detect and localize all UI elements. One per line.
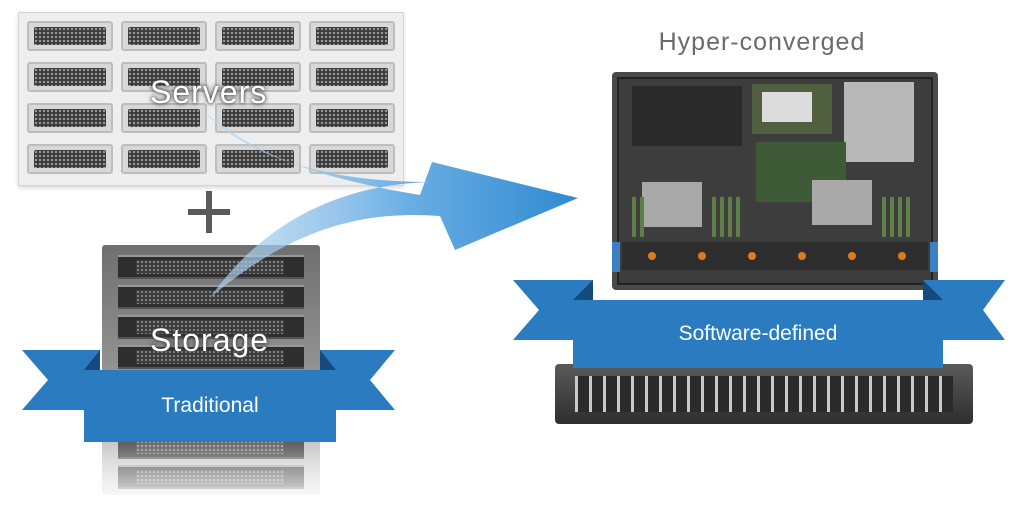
servers-label: Servers	[150, 74, 268, 110]
arrow-icon	[200, 108, 578, 298]
hyper-converged-title: Hyper-converged	[658, 28, 866, 56]
server-vent-mesh	[128, 109, 200, 127]
server-unit	[121, 21, 207, 51]
server-vent-mesh	[222, 109, 294, 127]
software-defined-label: Software-defined	[678, 322, 838, 345]
server-vent-mesh	[34, 27, 106, 45]
server-unit	[121, 62, 207, 92]
server-unit	[27, 62, 113, 92]
server-unit	[121, 144, 207, 174]
plus-icon-vertical-bar	[206, 191, 212, 233]
storage-label: Storage	[150, 322, 270, 358]
server-vent-mesh	[222, 150, 294, 168]
server-unit	[121, 103, 207, 133]
server-unit	[309, 103, 395, 133]
server-vent-mesh	[316, 109, 388, 127]
rack-shelf	[118, 285, 304, 309]
rack-shelf	[118, 345, 304, 369]
server-unit	[309, 62, 395, 92]
traditional-ribbon	[22, 350, 395, 442]
server-unit	[27, 103, 113, 133]
rack-shelf-mesh	[136, 290, 284, 304]
rack-shelf-mesh	[136, 320, 284, 334]
server-vent-mesh	[128, 68, 200, 86]
server-vent-mesh	[316, 150, 388, 168]
hyper-converged-server-front-panel	[555, 364, 973, 424]
server-unit	[215, 62, 301, 92]
servers-illustration	[18, 12, 404, 186]
traditional-label: Traditional	[161, 394, 259, 417]
server-vent-mesh	[128, 27, 200, 45]
server-vent-mesh	[34, 109, 106, 127]
software-defined-ribbon	[513, 280, 1005, 368]
server-vent-mesh	[128, 150, 200, 168]
server-unit	[215, 21, 301, 51]
server-unit	[309, 144, 395, 174]
drive-bays	[575, 376, 953, 412]
rack-shelf	[118, 315, 304, 339]
hyper-converged-server-illustration	[612, 72, 938, 290]
server-vent-mesh	[34, 150, 106, 168]
server-unit	[27, 144, 113, 174]
server-unit	[309, 21, 395, 51]
server-unit	[215, 103, 301, 133]
rack-shelf-mesh	[136, 350, 284, 364]
server-vent-mesh	[222, 27, 294, 45]
rack-shelf	[118, 255, 304, 279]
server-vent-mesh	[316, 27, 388, 45]
server-vent-mesh	[34, 68, 106, 86]
server-vent-mesh	[222, 68, 294, 86]
server-unit	[27, 21, 113, 51]
server-vent-mesh	[316, 68, 388, 86]
